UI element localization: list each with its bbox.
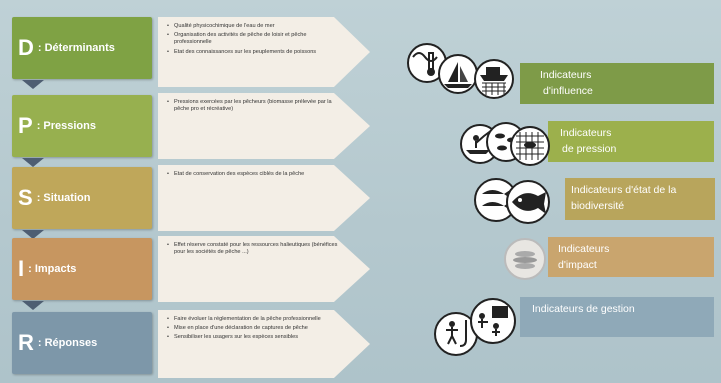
- down-triangle: [22, 80, 44, 89]
- letter-s: S: [18, 185, 33, 210]
- sailboat-icon: [438, 54, 478, 94]
- label-reponses: : Réponses: [37, 337, 98, 349]
- indicator-etat-line1: Indicateurs d'état de la: [571, 184, 677, 196]
- bullet-item: Qualité physicochimique de l'eau de mer: [167, 23, 339, 30]
- label-situation: : Situation: [36, 192, 91, 204]
- indicator-pression: Indicateurs de pression: [548, 121, 714, 162]
- grouper-fish-icon: [506, 180, 550, 224]
- indicator-impact: Indicateurs d'impact: [548, 237, 714, 277]
- letter-d: D: [18, 35, 34, 60]
- letter-r: R: [18, 330, 34, 355]
- arrow-impacts: Effet réserve constaté pour les ressourc…: [158, 236, 370, 302]
- bullet-item: Etat des connaissances sur les peuplemen…: [167, 49, 339, 56]
- down-triangle: [22, 301, 44, 310]
- indicator-gestion-line1: Indicateurs de gestion: [532, 303, 635, 315]
- fish-stack-icon: [504, 238, 546, 280]
- box-impacts: I : Impacts: [12, 238, 152, 300]
- indicator-influence-line2: d'influence: [543, 85, 593, 97]
- indicator-impact-line2: d'impact: [558, 259, 597, 271]
- label-pressions: : Pressions: [36, 120, 96, 132]
- bullets-pressions: Pressions exercées par les pêcheurs (bio…: [166, 99, 339, 115]
- arrow-determinants: Qualité physicochimique de l'eau de mer …: [158, 17, 370, 87]
- bullet-item: Mise en place d'une déclaration de captu…: [167, 325, 339, 332]
- box-reponses: R : Réponses: [12, 312, 152, 374]
- indicator-pression-line1: Indicateurs: [560, 127, 612, 139]
- bullet-item: Pressions exercées par les pêcheurs (bio…: [167, 99, 339, 113]
- bullet-item: Effet réserve constaté pour les ressourc…: [167, 242, 339, 256]
- arrow-reponses: Faire évoluer la réglementation de la pê…: [158, 310, 370, 378]
- indicator-gestion: Indicateurs de gestion: [520, 297, 714, 337]
- indicator-influence: Indicateurs d'influence: [520, 63, 714, 104]
- arrow-situation: Etat de conservation des espèces ciblés …: [158, 165, 370, 231]
- indicator-etat: Indicateurs d'état de la biodiversité: [565, 178, 715, 220]
- box-pressions: P : Pressions: [12, 95, 152, 157]
- indicator-influence-line1: Indicateurs: [540, 69, 592, 81]
- trawler-net-icon: [474, 59, 514, 99]
- down-triangle: [22, 230, 44, 239]
- bullets-reponses: Faire évoluer la réglementation de la pê…: [166, 316, 339, 344]
- label-determinants: : Déterminants: [37, 42, 115, 54]
- meeting-board-icon: [470, 298, 516, 344]
- fish-net-icon: [510, 126, 550, 166]
- letter-p: P: [18, 113, 33, 138]
- bullet-item: Faire évoluer la réglementation de la pê…: [167, 316, 339, 323]
- bullets-impacts: Effet réserve constaté pour les ressourc…: [166, 242, 339, 258]
- indicator-pression-line2: de pression: [562, 143, 617, 155]
- indicator-impact-line1: Indicateurs: [558, 243, 610, 255]
- bullet-item: Organisation des activités de pêche de l…: [167, 32, 339, 46]
- arrow-pressions: Pressions exercées par les pêcheurs (bio…: [158, 93, 370, 159]
- label-impacts: : Impacts: [28, 263, 77, 275]
- bullet-item: Etat de conservation des espèces ciblés …: [167, 171, 339, 178]
- indicator-etat-line2: biodiversité: [571, 200, 625, 212]
- box-situation: S : Situation: [12, 167, 152, 229]
- down-triangle: [22, 158, 44, 167]
- bullets-determinants: Qualité physicochimique de l'eau de mer …: [166, 23, 339, 58]
- letter-i: I: [18, 256, 25, 281]
- bullets-situation: Etat de conservation des espèces ciblés …: [166, 171, 339, 180]
- bullet-item: Sensibiliser les usagers sur les espèces…: [167, 334, 339, 341]
- box-determinants: D : Déterminants: [12, 17, 152, 79]
